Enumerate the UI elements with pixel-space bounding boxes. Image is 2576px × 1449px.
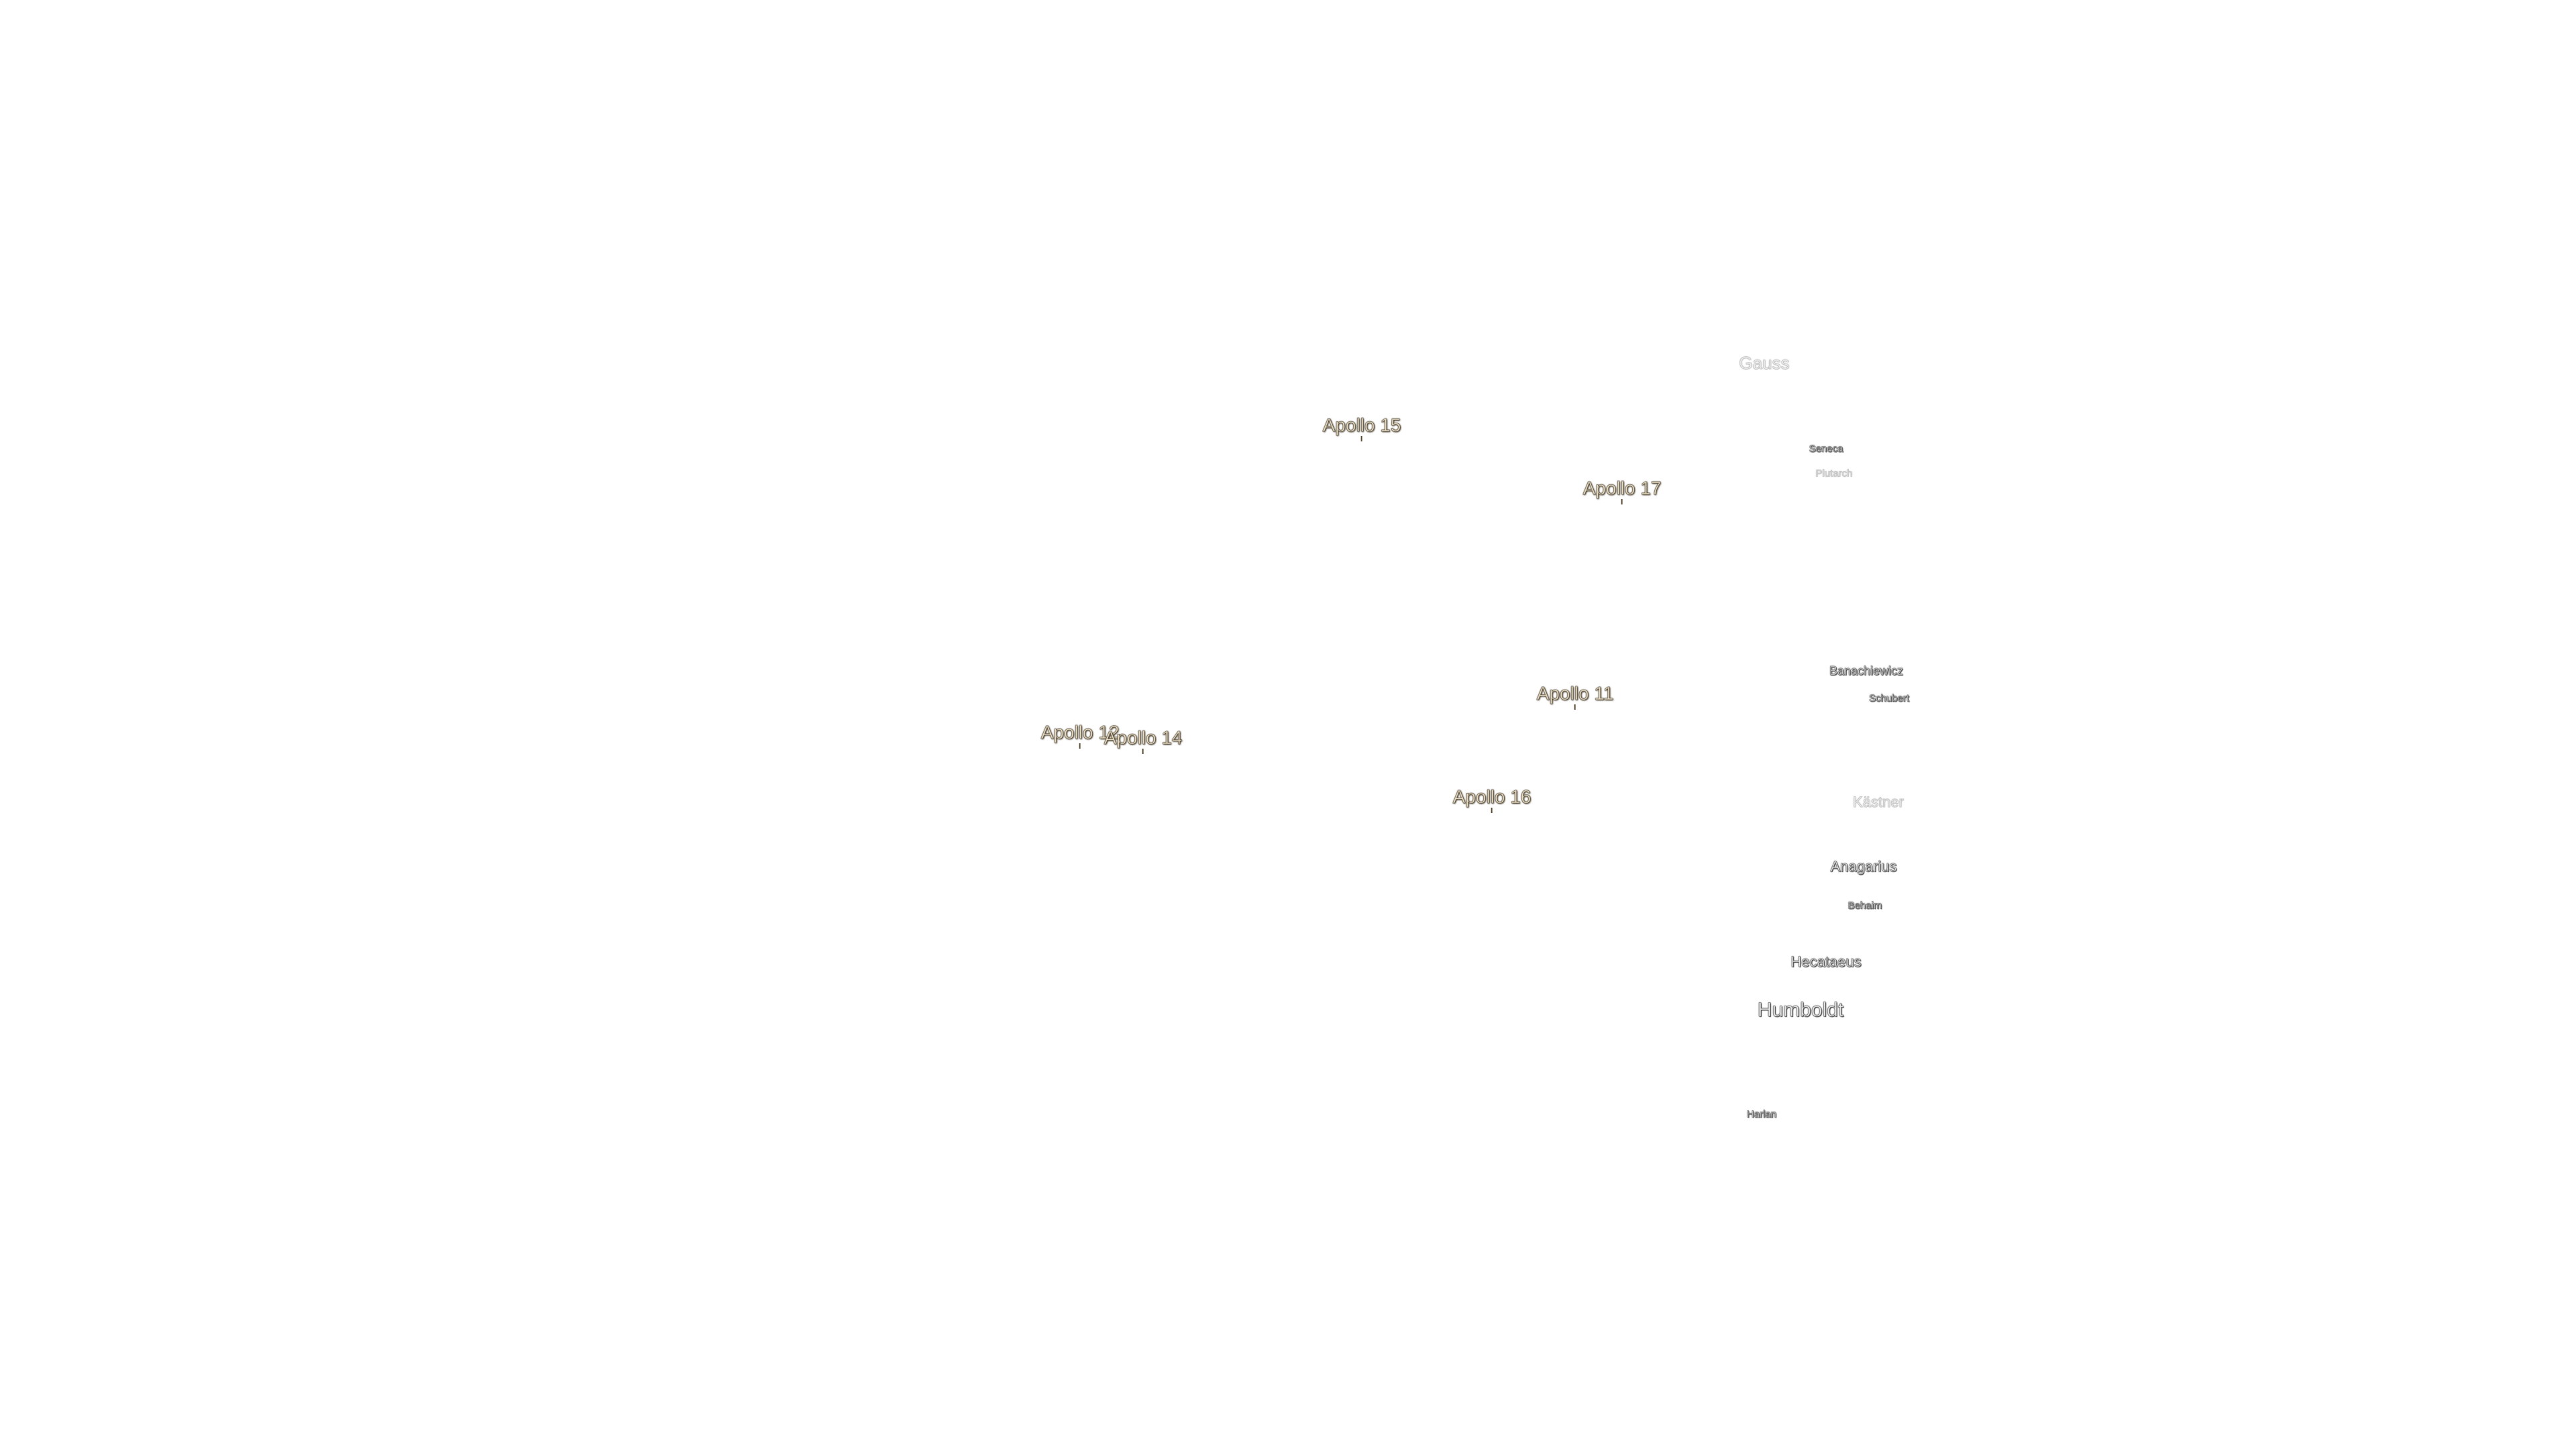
landing-pin-icon (1574, 704, 1576, 710)
crater-anaxarius[interactable]: Anagarius (1830, 858, 1897, 875)
landing-site-label: Apollo 11 (1536, 683, 1614, 704)
landing-pin-icon (1142, 749, 1144, 754)
crater-hecataeus[interactable]: Hecataeus (1790, 953, 1862, 970)
landing-site-label: Apollo 16 (1452, 786, 1532, 807)
landing-site-apollo-15[interactable]: Apollo 15 (1322, 415, 1401, 441)
crater-plutarch[interactable]: Plutarch (1815, 468, 1853, 480)
landing-pin-icon (1621, 499, 1623, 504)
landing-site-apollo-11[interactable]: Apollo 11 (1536, 683, 1614, 710)
landing-site-apollo-12[interactable]: Apollo 12 (1040, 722, 1120, 749)
landing-pin-icon (1360, 436, 1362, 441)
landing-site-label: Apollo 15 (1322, 415, 1401, 435)
crater-banachiewicz[interactable]: Banachiewicz (1829, 664, 1904, 678)
crater-harlan[interactable]: Harlan (1746, 1108, 1777, 1120)
crater-kastner[interactable]: Kästner (1853, 794, 1904, 810)
landing-site-label: Apollo 12 (1040, 722, 1120, 743)
landing-site-label: Apollo 17 (1582, 478, 1662, 498)
crater-behaim[interactable]: Behaim (1847, 900, 1882, 912)
crater-seneca[interactable]: Seneca (1809, 443, 1843, 455)
landing-site-apollo-14[interactable]: Apollo 14 (1104, 727, 1183, 754)
landing-site-label: Apollo 14 (1104, 727, 1183, 748)
landing-pin-icon (1491, 808, 1493, 813)
crater-humboldt[interactable]: Humboldt (1757, 999, 1844, 1021)
landing-pin-icon (1079, 743, 1081, 749)
landing-site-apollo-17[interactable]: Apollo 17 (1582, 478, 1662, 504)
crater-schubert[interactable]: Schubert (1868, 692, 1910, 704)
landing-site-apollo-16[interactable]: Apollo 16 (1452, 786, 1532, 813)
crater-gauss[interactable]: Gauss (1739, 353, 1790, 373)
